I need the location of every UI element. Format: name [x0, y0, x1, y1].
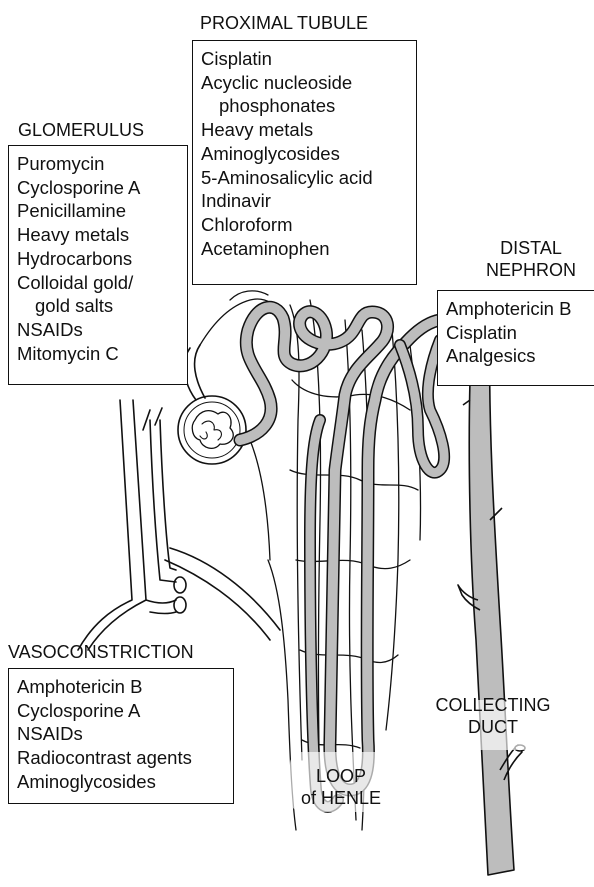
list-item: Mitomycin C: [17, 342, 179, 366]
list-item: Cyclosporine A: [17, 176, 179, 200]
list-item: Cisplatin: [446, 321, 594, 345]
list-item: NSAIDs: [17, 722, 225, 746]
proximal-tubule-heading: PROXIMAL TUBULE: [200, 12, 368, 34]
loop-line2: of HENLE: [286, 787, 396, 809]
list-item: Analgesics: [446, 344, 594, 368]
collecting-duct-label: COLLECTING DUCT: [418, 694, 568, 738]
list-item: Acetaminophen: [201, 237, 408, 261]
vasoconstriction-heading: VASOCONSTRICTION: [8, 641, 194, 663]
distal-heading-line1: DISTAL: [476, 237, 586, 259]
proximal-tubule-box: Cisplatin Acyclic nucleoside phosphonate…: [192, 40, 417, 285]
list-item: Chloroform: [201, 213, 408, 237]
nephron-tubule: [240, 307, 444, 807]
list-item: Amphotericin B: [446, 297, 594, 321]
list-item: Heavy metals: [201, 118, 408, 142]
vasoconstriction-box: Amphotericin B Cyclosporine A NSAIDs Rad…: [8, 668, 234, 804]
distal-nephron-heading: DISTAL NEPHRON: [476, 237, 586, 281]
list-item: Hydrocarbons: [17, 247, 179, 271]
list-item: Puromycin: [17, 152, 179, 176]
list-item: Acyclic nucleoside: [201, 71, 408, 95]
list-item: Colloidal gold/: [17, 271, 179, 295]
glomerulus-heading: GLOMERULUS: [18, 119, 144, 141]
collecting-duct-shape: [458, 325, 525, 875]
glomerulus-capsule: [178, 345, 246, 464]
distal-nephron-box: Amphotericin B Cisplatin Analgesics: [437, 290, 594, 386]
list-item: Aminoglycosides: [201, 142, 408, 166]
loop-of-henle-label: LOOP of HENLE: [286, 765, 396, 809]
list-item: NSAIDs: [17, 318, 179, 342]
list-item: Cisplatin: [201, 47, 408, 71]
list-item: Radiocontrast agents: [17, 746, 225, 770]
loop-line1: LOOP: [286, 765, 396, 787]
list-item: gold salts: [17, 294, 179, 318]
list-item: Amphotericin B: [17, 675, 225, 699]
list-item: phosphonates: [201, 94, 408, 118]
list-item: Aminoglycosides: [17, 770, 225, 794]
collecting-duct-line2: DUCT: [418, 716, 568, 738]
glomerulus-box: Puromycin Cyclosporine A Penicillamine H…: [8, 145, 188, 385]
list-item: Heavy metals: [17, 223, 179, 247]
list-item: 5-Aminosalicylic acid: [201, 166, 408, 190]
list-item: Cyclosporine A: [17, 699, 225, 723]
list-item: Indinavir: [201, 189, 408, 213]
collecting-duct-line1: COLLECTING: [418, 694, 568, 716]
distal-heading-line2: NEPHRON: [476, 259, 586, 281]
list-item: Penicillamine: [17, 199, 179, 223]
